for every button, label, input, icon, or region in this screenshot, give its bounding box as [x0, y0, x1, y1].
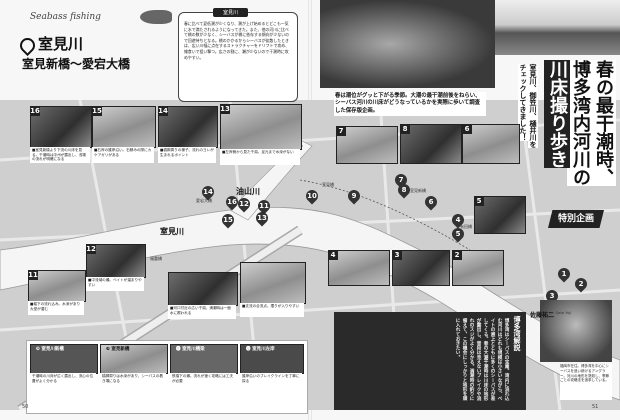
- photo-num-5: 5: [474, 196, 484, 206]
- map-pin-2: 2: [572, 275, 590, 293]
- bottom-photo-4-caption: 護岸沿いのブレイクラインを丁寧に探る: [240, 373, 302, 399]
- title-sub2: チェックしてきました！: [518, 64, 528, 141]
- map-pin-13: 13: [253, 209, 271, 227]
- author-name: 佐藤祐二: [530, 312, 555, 319]
- page-number-left: 50: [22, 404, 29, 410]
- intro-box: 室見川 春に比べて夏低潮が少くなり、潮が上げ始めるとどこも一気に水で満たされるよ…: [178, 8, 298, 102]
- photo-8: [400, 124, 462, 164]
- map-pin-6: 6: [422, 193, 440, 211]
- photo-num-7: 7: [336, 126, 346, 136]
- bottom-photo-1-caption: 干潮時の川床が広く露出し、流心の位置がよく分かる: [30, 373, 96, 399]
- city-river-photo: [495, 0, 620, 55]
- intro-tag: 室見川: [213, 8, 249, 17]
- bottom-photo-1: [30, 344, 98, 374]
- photo-10: [168, 272, 238, 306]
- title-sub: 室見川、御笠川、樋井川を: [528, 64, 538, 148]
- photo-15: [92, 106, 156, 148]
- map-place-3: 室見橋: [322, 182, 334, 187]
- photo-num-6: 6: [462, 124, 472, 134]
- title-line2: 博多湾内河川の: [567, 60, 593, 186]
- bottom-photo-3-label: ⓫ 室見川橋梁: [176, 347, 205, 352]
- explain-body: 博多湾はシーバスの宝庫。湾内に流れ込む河川はどれも規模は小さいながら、ベイトの遡…: [455, 318, 509, 401]
- bottom-photo-2-caption: 橋脚周りは水深があり、シーバスの着き場になる: [100, 373, 166, 399]
- photo-caption-15: ■右岸の護岸沿い。石積みの際にカケアガリがある: [92, 147, 154, 163]
- fish-illustration: [140, 10, 172, 24]
- intro-text: 春に比べて夏低潮が少くなり、潮が上げ始めるとどこも一気に水で満たされるようになっ…: [184, 21, 290, 60]
- title-line3: 川床撮り歩き: [544, 60, 570, 168]
- map-pin-5: 5: [449, 225, 467, 243]
- special-tag: 特別企画: [548, 210, 604, 228]
- author-bio: 福岡市在住。博多湾を中心にシーバスを追い続けるアングラー。河川の地形を熟知し、季…: [560, 364, 612, 400]
- photo-caption-9: ■支流の合流点。濁りが入りやすい: [240, 303, 304, 317]
- photo-num-11: 11: [28, 270, 38, 280]
- map-pin-1: 1: [555, 265, 573, 283]
- photo-caption-16: ■室見新橋より下流の川床を見る。干潮時は中州が露出し、浅場の流れが明確になる: [30, 147, 90, 163]
- photo-caption-13: ■左岸側から見た干潟。足元まで水深がない: [220, 149, 300, 165]
- map-river-label-tributary: 油山川: [236, 187, 260, 196]
- map-place-2: 愛宕大橋: [196, 198, 212, 203]
- photo-num-16: 16: [30, 106, 40, 116]
- map-pin-9: 9: [345, 187, 363, 205]
- photo-9: [240, 262, 306, 304]
- author-photo: [540, 300, 612, 362]
- page-number-right: 51: [592, 404, 599, 410]
- map-pin-15: 15: [219, 211, 237, 229]
- map-pin-10: 10: [303, 187, 321, 205]
- photo-num-4: 4: [328, 250, 338, 260]
- map-place-4: 福重橋: [150, 256, 162, 261]
- bottom-photo-3-caption: 鉄橋下の瀬。流れが速く攻略には工夫が必要: [170, 373, 236, 399]
- photo-num-12: 12: [86, 244, 96, 254]
- map-place-1: 室見新橋: [410, 188, 426, 193]
- seabass-photo: [320, 0, 495, 88]
- river-name: 室見川: [38, 35, 84, 53]
- section-name: 室見新橋〜愛宕大橋: [22, 57, 131, 71]
- map-pin-4: 4: [449, 211, 467, 229]
- photo-7: [336, 126, 398, 164]
- map-place-5: 有田橋: [460, 224, 472, 229]
- title-line1: 春の最干潮時、: [590, 60, 616, 186]
- photo-caption-14: ■橋脚周りの様子。流れのヨレが生まれるポイント: [158, 147, 216, 163]
- photo-num-13: 13: [220, 104, 230, 114]
- photo-num-14: 14: [158, 106, 168, 116]
- photo-num-2: 2: [452, 250, 462, 260]
- explain-box: 博多湾解説 博多湾はシーバスの宝庫。湾内に流れ込む河川はどれも規模は小さいながら…: [334, 312, 526, 410]
- photo-caption-12: ■中流域の瀬。ベイトが溜まりやすい: [86, 277, 144, 291]
- series-title: Seabass fishing: [30, 12, 101, 22]
- map-pin-8: 8: [395, 181, 413, 199]
- map-river-label-main: 室見川: [160, 227, 184, 236]
- bottom-photo-4-label: ⓬ 室見川左岸: [246, 347, 275, 352]
- photo-4: [328, 250, 390, 286]
- author-romaji: Sato Yuji: [556, 311, 572, 315]
- bottom-photo-2-label: ❿ 室見新橋: [106, 347, 130, 352]
- explain-tag: 博多湾解説: [513, 316, 521, 351]
- map-pin-14: 14: [199, 183, 217, 201]
- photo-num-8: 8: [400, 124, 410, 134]
- photo-num-15: 15: [92, 106, 102, 116]
- bottom-photo-2: [100, 344, 168, 374]
- photo-caption-11: ■堰下の流れ込み。水深があり大型が潜む: [28, 301, 84, 315]
- photo-13: [220, 104, 302, 150]
- bottom-photo-3: [170, 344, 238, 374]
- photo-num-3: 3: [392, 250, 402, 260]
- photo-14: [158, 106, 218, 148]
- lead-text: 春は潮位がグッと下がる季節。大潮の最干潮前後をねらい、シーバス河川の川床がどうな…: [334, 92, 486, 117]
- map-pin-16: 16: [223, 193, 241, 211]
- bottom-photo-1-label: ❾ 室見川新橋: [36, 347, 64, 352]
- map-pin-12: 12: [235, 195, 253, 213]
- photo-caption-10: ■河口付近の広い干潟。満潮時は一面水に覆われる: [168, 305, 236, 319]
